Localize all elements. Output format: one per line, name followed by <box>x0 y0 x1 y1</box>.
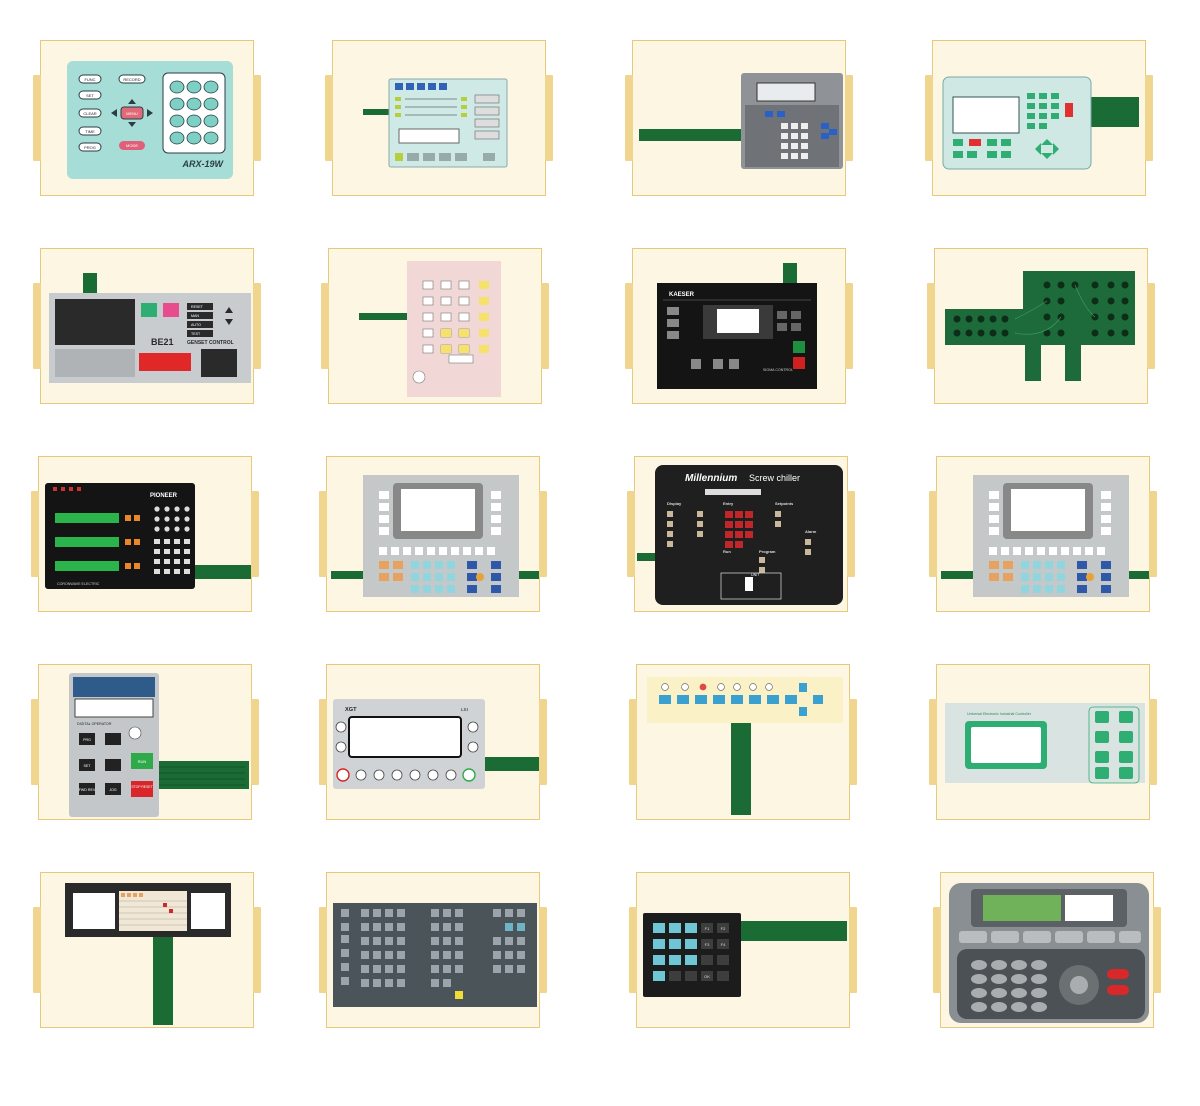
section-label: Setpoints <box>775 501 794 506</box>
membrane-keypad-image: KAESER SIGMA CONTROL <box>657 263 817 389</box>
key-label: FWD REV <box>79 788 96 792</box>
panel-title: DIGITAL OPERATOR <box>77 722 112 726</box>
panel-card-19[interactable]: F1 F2 F3 F4 OK <box>629 872 857 1028</box>
key-label: FUNC <box>84 77 95 82</box>
key-label: TIME <box>85 129 95 134</box>
section-label: Alarm <box>805 529 817 534</box>
membrane-keypad-image: DIGITAL OPERATOR PRG SET FWD REV JOG RUN ST… <box>69 673 249 817</box>
key-label: F3 <box>705 942 710 947</box>
panel-card-9[interactable]: PIONEER CORONWAVE ELECTRIC <box>31 456 259 612</box>
brand-label: Millennium <box>685 473 737 484</box>
key-label: SET <box>84 764 92 768</box>
section-label: Entry <box>723 501 734 506</box>
panel-card-17[interactable] <box>33 872 261 1028</box>
brand-label: PIONEER <box>150 493 178 499</box>
panel-title: GENSET CONTROL <box>187 340 234 346</box>
panel-card-18[interactable] <box>319 872 547 1028</box>
brand-label: XGT <box>345 707 357 713</box>
panel-card-5[interactable]: RESET MAN AUTO TEST BE21 GENSET CONTROL <box>33 248 261 404</box>
footer-label: SIGMA CONTROL <box>763 368 793 372</box>
membrane-keypad-image <box>359 261 501 397</box>
key-label: RUN <box>138 759 147 764</box>
membrane-keypad-image: Universal Electronic Industrial Controll… <box>945 703 1145 784</box>
panel-card-4[interactable] <box>925 40 1153 196</box>
membrane-keypad-image: XGT LSI <box>333 699 539 789</box>
key-label: STOP RESET <box>131 785 152 789</box>
membrane-keypad-image: FUNC SET CLEAR TIME PROG RECORD MENU MOD… <box>67 61 233 179</box>
key-label: AUTO <box>191 323 201 327</box>
panel-card-11[interactable]: Millennium Screw chiller Display Entry S… <box>627 456 855 612</box>
key-label: PRG <box>83 738 91 742</box>
section-label: Display <box>667 501 682 506</box>
panel-title: Universal Electronic Industrial Controll… <box>967 712 1032 716</box>
panel-card-7[interactable]: KAESER SIGMA CONTROL <box>625 248 853 404</box>
unit-label: UNIT <box>751 573 760 577</box>
membrane-keypad-image <box>363 78 508 168</box>
panel-card-6[interactable] <box>321 248 549 404</box>
key-label: RECORD <box>123 77 140 82</box>
key-label: PROG <box>84 145 96 150</box>
membrane-keypad-image: F1 F2 F3 F4 OK <box>643 913 847 997</box>
panel-card-1[interactable]: FUNC SET CLEAR TIME PROG RECORD MENU MOD… <box>33 40 261 196</box>
key-label: SET <box>86 93 94 98</box>
membrane-keypad-image <box>639 73 843 169</box>
model-label: LSI <box>461 707 468 712</box>
membrane-keypad-image <box>941 475 1149 597</box>
key-label: RESET <box>191 305 204 309</box>
membrane-keypad-image: RESET MAN AUTO TEST BE21 GENSET CONTROL <box>49 273 251 383</box>
key-label: MENU <box>126 111 138 116</box>
membrane-keypad-image <box>942 76 1139 170</box>
panel-card-3[interactable] <box>625 40 853 196</box>
panel-card-20[interactable] <box>933 872 1161 1028</box>
product-label: Screw chiller <box>749 473 800 483</box>
key-label: TEST <box>191 332 201 336</box>
membrane-keypad-image <box>65 883 231 1025</box>
key-label: JOG <box>109 788 117 792</box>
key-label: F1 <box>705 926 710 931</box>
panel-card-13[interactable]: DIGITAL OPERATOR PRG SET FWD REV JOG RUN ST… <box>31 664 259 820</box>
membrane-keypad-image <box>945 271 1135 381</box>
membrane-keypad-image <box>331 475 539 597</box>
key-label: F4 <box>721 942 726 947</box>
membrane-keypad-image <box>949 883 1149 1023</box>
panel-card-8[interactable] <box>927 248 1155 404</box>
key-label: F2 <box>721 926 726 931</box>
panel-card-10[interactable] <box>319 456 547 612</box>
key-label: MODE <box>126 143 138 148</box>
panel-card-15[interactable] <box>629 664 857 820</box>
membrane-keypad-image <box>333 903 537 1007</box>
panel-card-14[interactable]: XGT LSI <box>319 664 547 820</box>
key-label: CLEAR <box>83 111 96 116</box>
model-label: ARX-19W <box>181 159 224 169</box>
footer-label: CORONWAVE ELECTRIC <box>57 582 100 586</box>
key-label: MAN <box>191 314 199 318</box>
brand-label: KAESER <box>669 292 695 298</box>
section-label: Program <box>759 549 776 554</box>
membrane-keypad-image <box>647 677 843 815</box>
panel-card-2[interactable] <box>325 40 553 196</box>
membrane-keypad-image: Millennium Screw chiller Display Entry S… <box>637 465 843 605</box>
model-label: BE21 <box>151 337 174 347</box>
membrane-keypad-image: PIONEER CORONWAVE ELECTRIC <box>45 483 251 589</box>
panel-card-16[interactable]: Universal Electronic Industrial Controll… <box>929 664 1157 820</box>
section-label: Run <box>723 549 731 554</box>
panel-card-12[interactable] <box>929 456 1157 612</box>
key-label: OK <box>704 974 710 979</box>
